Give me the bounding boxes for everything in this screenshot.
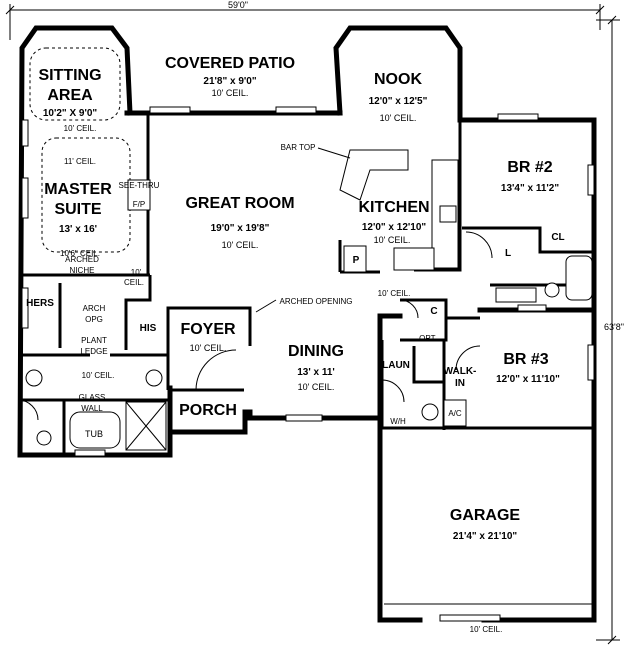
master-suite-name-1: MASTER (44, 181, 112, 198)
hall-ceil-label: 10' CEIL. (378, 289, 411, 298)
fixtures (25, 47, 593, 605)
overall-width-label: 59'0" (228, 0, 248, 10)
windows (21, 106, 595, 622)
ceil-10-label-1: 10' (131, 268, 142, 277)
his-closet-label: HIS (140, 323, 157, 334)
room-br2: BR #2 13'4" x 11'2" (501, 159, 559, 194)
see-thru-label-2: F/P (133, 200, 145, 209)
great-room-size: 19'0" x 19'8" (211, 223, 270, 234)
closet-cl-label: CL (551, 232, 564, 243)
master-suite-name-2: SUITE (54, 201, 101, 218)
see-thru-label-1: SEE-THRU (119, 181, 160, 190)
arched-opening-label: ARCHED OPENING (280, 297, 353, 306)
room-garage: GARAGE 21'4" x 21'10" 10' CEIL. (450, 507, 521, 634)
dining-name: DINING (288, 343, 344, 360)
overall-width-dimension (5, 4, 605, 40)
sitting-area-name-2: AREA (47, 87, 93, 104)
sitting-area-size: 10'2" X 9'0" (43, 108, 98, 119)
br2-size: 13'4" x 11'2" (501, 183, 559, 194)
garage-name: GARAGE (450, 507, 521, 524)
room-covered-patio: COVERED PATIO 21'8" x 9'0" 10' CEIL. (165, 55, 295, 98)
room-sitting-area: SITTING AREA 10'2" X 9'0" 10' CEIL. (38, 67, 101, 133)
br3-size: 12'0" x 11'10" (496, 374, 560, 385)
laundry-label: LAUN (382, 360, 410, 371)
kitchen-ceil: 10' CEIL. (374, 235, 411, 245)
nook-name: NOOK (374, 71, 422, 88)
master-suite-tray-ceil: 10'6" CEIL. (60, 249, 100, 258)
porch-name: PORCH (179, 402, 237, 419)
room-nook: NOOK 12'0" x 12'5" 10' CEIL. (369, 71, 428, 123)
overall-depth-label: 63'8" (604, 322, 624, 332)
sitting-area-name-1: SITTING (38, 67, 101, 84)
plant-ledge-label-2: LEDGE (80, 347, 107, 356)
room-porch: PORCH (179, 402, 237, 419)
room-foyer: FOYER 10' CEIL. (180, 321, 236, 353)
master-suite-ceil: 11' CEIL. (64, 157, 96, 166)
glass-wall-label-1: GLASS (79, 393, 106, 402)
garage-size: 21'4" x 21'10" (453, 531, 518, 542)
foyer-ceil: 10' CEIL. (190, 343, 227, 353)
walk-in-label-1: WALK- (444, 366, 477, 377)
great-room-name: GREAT ROOM (185, 195, 294, 212)
covered-patio-size: 21'8" x 9'0" (203, 76, 256, 87)
glass-wall-label-2: WALL (81, 404, 103, 413)
ceil-10-label-2: CEIL. (124, 278, 144, 287)
door-swings (17, 231, 493, 421)
pantry-label: P (353, 255, 360, 266)
room-kitchen: KITCHEN 12'0" x 12'10" 10' CEIL. (358, 199, 429, 245)
great-room-ceil: 10' CEIL. (222, 240, 259, 250)
nook-ceil: 10' CEIL. (380, 113, 417, 123)
plant-ledge-label-1: PLANT (81, 336, 107, 345)
sitting-area-ceil: 10' CEIL. (64, 124, 97, 133)
master-bath-ceil-label: 10' CEIL. (82, 371, 115, 380)
arch-opg-label-2: OPG (85, 315, 103, 324)
dining-ceil: 10' CEIL. (298, 382, 335, 392)
room-great-room: GREAT ROOM 19'0" x 19'8" 10' CEIL. (185, 195, 294, 250)
arched-niche-label-1: ARCHED (65, 255, 99, 264)
foyer-name: FOYER (180, 321, 236, 338)
br3-name: BR #3 (503, 351, 548, 368)
overall-depth-dimension (596, 15, 620, 645)
room-dining: DINING 13' x 11' 10' CEIL. (288, 343, 344, 392)
tub-label: TUB (85, 429, 103, 439)
callouts: BAR TOP SEE-THRU F/P ARCHED NICHE 10' CE… (26, 143, 565, 439)
room-master-suite: 11' CEIL. MASTER SUITE 13' x 16' 10'6" C… (44, 157, 112, 258)
kitchen-name: KITCHEN (358, 199, 429, 216)
garage-ceil: 10' CEIL. (470, 625, 503, 634)
arch-opg-label-1: ARCH (83, 304, 106, 313)
opt-label: OPT. (419, 334, 437, 343)
master-suite-size: 13' x 16' (59, 224, 97, 235)
ac-label: A/C (448, 409, 462, 418)
arched-niche-label-2: NICHE (70, 266, 95, 275)
closet-c-label: C (430, 306, 437, 317)
kitchen-size: 12'0" x 12'10" (362, 222, 427, 233)
covered-patio-name: COVERED PATIO (165, 55, 295, 72)
room-br3: BR #3 12'0" x 11'10" (496, 351, 560, 385)
br2-name: BR #2 (507, 159, 552, 176)
hers-closet-label: HERS (26, 298, 54, 309)
covered-patio-ceil: 10' CEIL. (212, 88, 249, 98)
linen-l-label: L (505, 248, 511, 259)
water-heater-label: W/H (390, 417, 406, 426)
nook-size: 12'0" x 12'5" (369, 96, 428, 107)
bar-top-label: BAR TOP (281, 143, 316, 152)
dining-size: 13' x 11' (297, 367, 335, 378)
walk-in-label-2: IN (455, 378, 465, 389)
